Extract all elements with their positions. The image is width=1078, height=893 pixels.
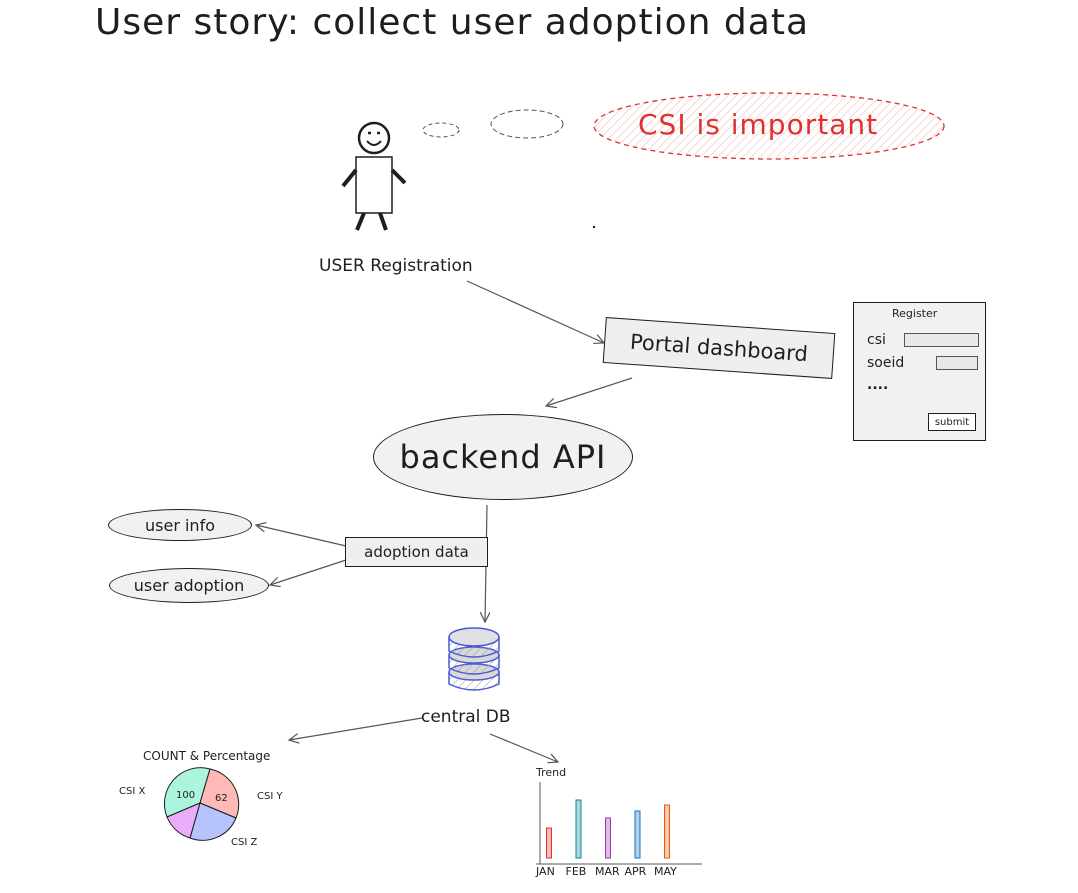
- register-heading: Register: [892, 307, 938, 320]
- pie-label-csi-y: CSI Y: [257, 791, 283, 802]
- more-fields-ellipsis: ....: [867, 377, 889, 393]
- user-adoption-label: user adoption: [133, 576, 245, 595]
- thought-bubble-large: [593, 92, 945, 160]
- user-info-label: user info: [145, 515, 215, 535]
- trend-title: Trend: [536, 766, 567, 779]
- portal-dashboard-label: Portal dashboard: [629, 329, 809, 367]
- pie-value-csi-y: 62: [215, 793, 228, 804]
- page-title: User story: collect user adoption data: [95, 2, 810, 43]
- pie-value-csi-x: 100: [176, 790, 196, 801]
- pie-title: COUNT & Percentage: [143, 749, 271, 763]
- pie-label-csi-x: CSI X: [119, 786, 146, 797]
- database-icon: [448, 627, 500, 691]
- thought-bubble-medium: [490, 109, 564, 139]
- pie-slice-csi-x: [163, 767, 211, 818]
- trend-bar-jan: [546, 827, 552, 859]
- register-form: Register csi soeid .... submit: [853, 302, 986, 441]
- trend-bar-apr: [634, 810, 641, 859]
- soeid-field[interactable]: [936, 356, 978, 370]
- user-registration-label: USER Registration: [319, 256, 473, 276]
- trend-bar-may: [664, 804, 670, 859]
- trend-bar-mar: [605, 817, 611, 859]
- user-figure-icon: [341, 121, 407, 231]
- thought-text: CSI is important: [638, 108, 879, 141]
- submit-button[interactable]: submit: [928, 413, 976, 431]
- thought-bubble-small: [422, 122, 460, 138]
- pie-slice-other: [166, 802, 201, 839]
- pie-slice-csi-y: [199, 768, 240, 819]
- trend-label-jan: JAN: [536, 865, 555, 878]
- trend-axes: [536, 782, 702, 865]
- trend-bar-feb: [575, 799, 582, 859]
- trend-bars: [546, 799, 670, 859]
- csi-field[interactable]: [904, 333, 979, 347]
- user-info-ellipse: user info: [108, 509, 252, 541]
- trend-label-mar: MAR: [595, 865, 620, 878]
- trend-label-apr: APR: [624, 865, 647, 878]
- user-adoption-ellipse: user adoption: [109, 568, 269, 603]
- adoption-data-box: adoption data: [345, 537, 488, 567]
- trend-label-may: MAY: [654, 865, 677, 878]
- soeid-field-label: soeid: [867, 355, 905, 371]
- pie-chart: [163, 767, 240, 841]
- trend-label-feb: FEB: [565, 865, 587, 878]
- adoption-data-label: adoption data: [364, 543, 469, 561]
- backend-api-ellipse: backend API: [373, 414, 633, 500]
- pie-slice-csi-z: [189, 802, 237, 841]
- csi-field-label: csi: [867, 332, 886, 348]
- pie-label-csi-z: CSI Z: [231, 837, 258, 848]
- central-db-label: central DB: [421, 707, 511, 727]
- backend-api-label: backend API: [399, 438, 607, 476]
